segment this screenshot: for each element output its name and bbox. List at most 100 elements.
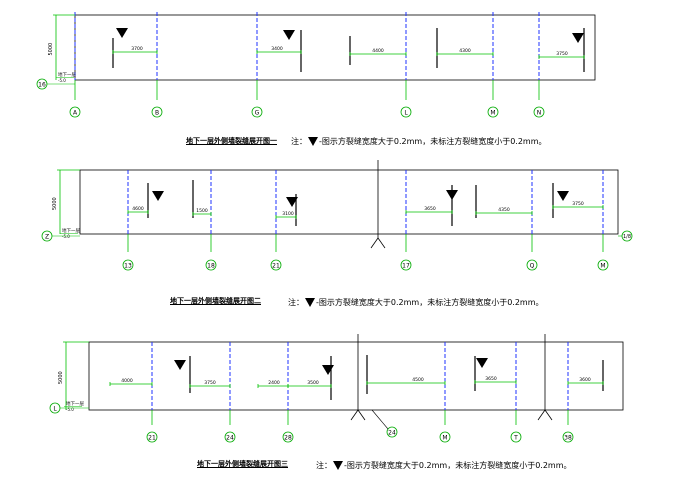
axis-bubble-label: 17 <box>402 263 410 270</box>
crack-dim-text: 3400 <box>271 46 283 52</box>
crack-marker-icon <box>476 358 488 368</box>
axis-bubble-label: L <box>404 110 408 117</box>
axis-bubble <box>510 431 522 443</box>
joint-split <box>537 409 546 421</box>
axis-bubble-label: A <box>73 110 78 117</box>
note-prefix: 注： <box>291 137 307 146</box>
level-mark: -5.0 <box>66 407 74 412</box>
crack-marker-icon <box>286 197 298 207</box>
crack-dim-text: 3650 <box>485 376 497 382</box>
crack-dim-text: 3700 <box>131 46 143 52</box>
crack-dim-text: 4600 <box>132 206 144 212</box>
note-text: -图示方裂缝宽度大于0.2mm，未标注方裂缝宽度小于0.2mm。 <box>344 461 572 470</box>
axis-bubble <box>597 259 609 271</box>
crack-marker-icon <box>116 28 128 38</box>
crack-dim-text: 2400 <box>268 380 280 386</box>
axis-bubble <box>270 259 282 271</box>
crack-marker-icon <box>152 191 164 201</box>
axis-bubble-label: 13 <box>124 263 132 270</box>
crack-marker-icon <box>322 365 334 375</box>
axis-bubble-label: Q <box>530 263 535 270</box>
height-dim-text: 5000 <box>52 197 58 210</box>
axis-bubble-label: N <box>537 110 542 117</box>
axis-bubble-label: T <box>513 435 518 442</box>
crack-dim-text: 3600 <box>579 377 591 383</box>
note-prefix: 注： <box>288 298 304 307</box>
panel-3-note: 注：-图示方裂缝宽度大于0.2mm，未标注方裂缝宽度小于0.2mm。 <box>316 460 572 471</box>
axis-bubble <box>439 431 451 443</box>
axis-bubble <box>151 106 163 118</box>
axis-bubble-label: 18 <box>207 263 215 270</box>
axis-bubble-label: B <box>155 110 159 117</box>
axis-bubble-label: M <box>600 263 605 270</box>
axis-bubble-label: Z <box>45 234 49 241</box>
axis-bubble <box>251 106 263 118</box>
axis-bubble <box>400 106 412 118</box>
axis-bubble-label: 21 <box>272 263 280 270</box>
floor-level-label: 地下一层 <box>58 71 76 78</box>
floor-level-label: 地下一层 <box>62 227 80 234</box>
crack-marker-icon <box>572 33 584 43</box>
wall-outline <box>74 14 596 81</box>
axis-bubble-label: 1/8 <box>623 234 631 240</box>
crack-dim-text: 3750 <box>572 201 584 207</box>
note-text: -图示方裂缝宽度大于0.2mm，未标注方裂缝宽度小于0.2mm。 <box>319 137 547 146</box>
crack-dim-text: 4300 <box>459 48 471 54</box>
panel-1-title: 地下一层外侧墙裂缝展开图一 <box>186 137 277 145</box>
axis-bubble <box>386 426 398 438</box>
joint-split <box>377 237 386 249</box>
axis-bubble-label: M <box>442 435 447 442</box>
axis-bubble <box>400 259 412 271</box>
crack-dim-text: 3100 <box>282 211 294 217</box>
axis-bubble <box>122 259 134 271</box>
axis-bubble-leader <box>371 409 389 430</box>
panel-3-title: 地下一层外侧墙裂缝展开图三 <box>197 460 288 468</box>
axis-bubble <box>487 106 499 118</box>
wall-outline <box>79 169 619 235</box>
wall-outline <box>88 341 624 411</box>
crack-marker-icon <box>557 191 569 201</box>
crack-marker-icon <box>174 360 186 370</box>
crack-marker-icon <box>283 30 295 40</box>
joint-split <box>370 237 379 249</box>
axis-bubble-label: 38 <box>564 435 572 442</box>
floor-level-label: 地下一层 <box>66 400 84 407</box>
axis-bubble-label: 21 <box>148 435 156 442</box>
height-dim-text: 5000 <box>48 43 54 56</box>
note-text: -图示方裂缝宽度大于0.2mm，未标注方裂缝宽度小于0.2mm。 <box>316 298 544 307</box>
crack-dim-text: 3750 <box>556 51 568 57</box>
crack-dim-text: 4400 <box>372 48 384 54</box>
level-mark: -5.0 <box>62 234 70 239</box>
panel-1-note: 注： -图示方裂缝宽度大于0.2mm，未标注方裂缝宽度小于0.2mm。 <box>291 136 547 147</box>
axis-lines <box>74 12 604 425</box>
crack-dim-text: 1500 <box>196 208 208 214</box>
panel-2-title: 地下一层外侧墙裂缝展开图二 <box>170 297 261 305</box>
axis-bubble <box>562 431 574 443</box>
crack-marker-icon <box>333 461 343 470</box>
axis-bubble-label: G <box>255 110 260 117</box>
axis-bubble-label: M <box>490 110 495 117</box>
crack-dim-text: 3500 <box>307 380 319 386</box>
crack-marker-icon <box>305 298 315 307</box>
axis-bubble <box>224 431 236 443</box>
joint-split <box>357 409 366 421</box>
axis-bubble-label: L <box>53 406 57 413</box>
axis-bubble <box>533 106 545 118</box>
crack-dim-text: 4000 <box>121 378 133 384</box>
axis-bubble <box>69 106 81 118</box>
axis-bubble <box>146 431 158 443</box>
crack-dim-text: 3650 <box>424 206 436 212</box>
wall-structure <box>74 14 624 421</box>
joint-split <box>544 409 553 421</box>
panel-2-note: 注： -图示方裂缝宽度大于0.2mm，未标注方裂缝宽度小于0.2mm。 <box>288 297 544 308</box>
axis-bubble-label: 24 <box>226 435 234 442</box>
crack-dim-text: 4350 <box>498 207 510 213</box>
crack-marker-icon <box>446 190 458 200</box>
axis-bubble <box>282 431 294 443</box>
crack-dim-text: 3750 <box>204 380 216 386</box>
level-mark: -5.0 <box>58 78 66 83</box>
axis-bubble-label: 28 <box>284 435 292 442</box>
